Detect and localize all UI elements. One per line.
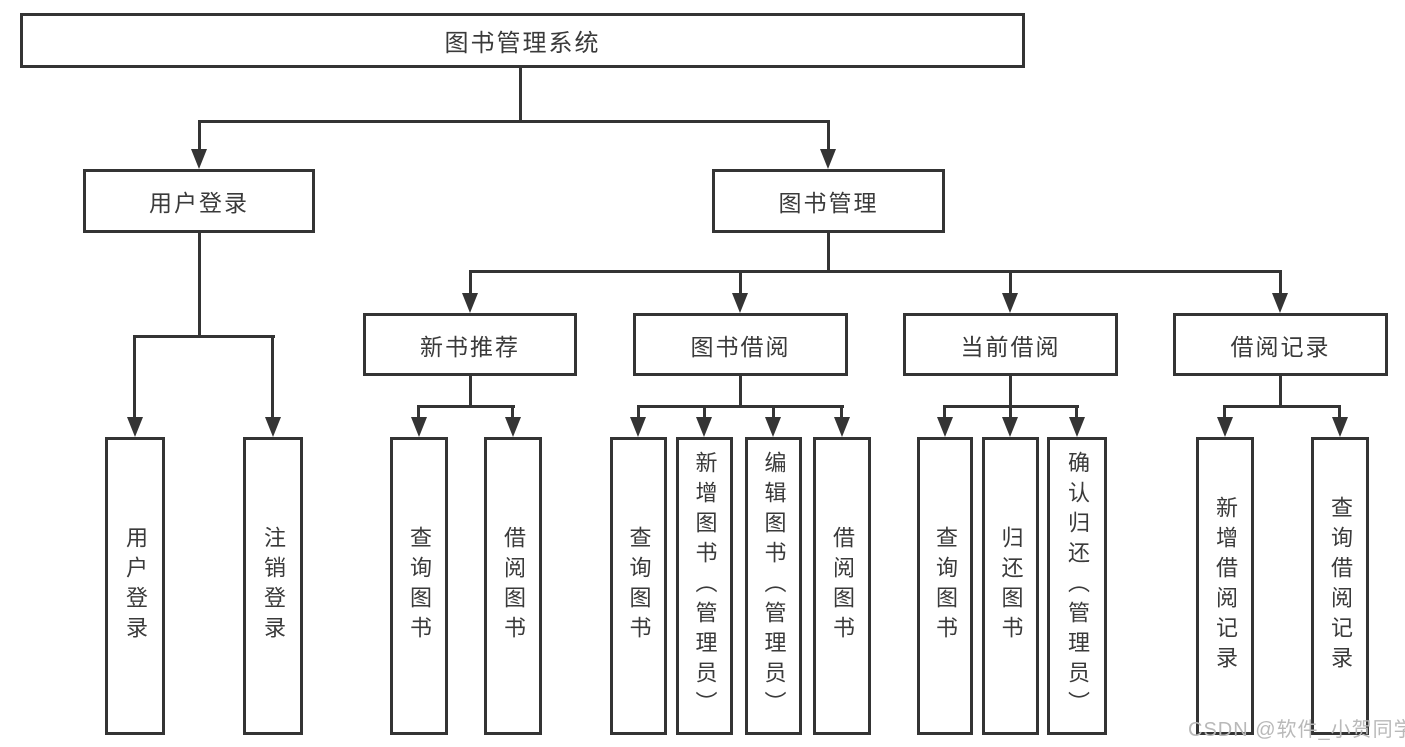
leaf-confirm-return-admin-label: 确认归还（管理员） <box>1065 451 1090 721</box>
arrow-down-icon <box>127 417 143 437</box>
connector-vline <box>198 233 201 337</box>
connector-drop <box>271 335 274 419</box>
arrow-down-icon <box>1002 417 1018 437</box>
connector-drop <box>739 270 742 295</box>
connector-drop <box>417 405 420 419</box>
leaf-return-books: 归还图书 <box>982 437 1039 735</box>
connector-drop <box>198 120 201 151</box>
leaf-add-borrow-record-label: 新增借阅记录 <box>1213 496 1238 676</box>
connector-hline <box>469 270 1282 273</box>
leaf-borrow-books-label: 借阅图书 <box>830 526 855 646</box>
connector-drop <box>1279 270 1282 295</box>
leaf-query-borrow-record: 查询借阅记录 <box>1311 437 1369 735</box>
arrow-down-icon <box>630 417 646 437</box>
connector-drop <box>772 405 775 419</box>
connector-drop <box>1338 405 1341 419</box>
arrow-down-icon <box>411 417 427 437</box>
leaf-borrow-books-recommend: 借阅图书 <box>484 437 542 735</box>
node-user-login-label: 用户登录 <box>149 190 249 216</box>
arrow-down-icon <box>505 417 521 437</box>
arrow-down-icon <box>1272 293 1288 313</box>
leaf-user-login-label: 用户登录 <box>123 526 148 646</box>
connector-drop <box>840 405 843 419</box>
arrow-down-icon <box>1002 293 1018 313</box>
connector-drop <box>703 405 706 419</box>
connector-vline <box>739 376 742 407</box>
connector-hline <box>417 405 515 408</box>
node-book-borrow-label: 图书借阅 <box>690 333 791 360</box>
connector-hline <box>1223 405 1341 408</box>
connector-vline <box>1279 376 1282 407</box>
leaf-borrow-books-recommend-label: 借阅图书 <box>501 526 526 646</box>
connector-drop <box>469 270 472 295</box>
node-book-borrow: 图书借阅 <box>633 313 848 376</box>
arrow-down-icon <box>1217 417 1233 437</box>
leaf-edit-books-admin: 编辑图书（管理员） <box>745 437 802 735</box>
leaf-query-books-recommend-label: 查询图书 <box>407 526 432 646</box>
leaf-query-borrow-record-label: 查询借阅记录 <box>1328 496 1353 676</box>
arrow-down-icon <box>265 417 281 437</box>
connector-drop <box>943 405 946 419</box>
arrow-down-icon <box>820 149 836 169</box>
arrow-down-icon <box>765 417 781 437</box>
connector-drop <box>1009 405 1012 419</box>
node-root: 图书管理系统 <box>20 13 1025 68</box>
node-current-borrow-label: 当前借阅 <box>960 333 1061 360</box>
connector-vline <box>469 376 472 407</box>
node-borrow-records-label: 借阅记录 <box>1230 333 1331 360</box>
leaf-add-books-admin-label: 新增图书（管理员） <box>692 451 718 721</box>
node-root-label: 图书管理系统 <box>444 30 601 57</box>
arrow-down-icon <box>462 293 478 313</box>
leaf-logout: 注销登录 <box>243 437 303 735</box>
connector-drop <box>133 335 136 419</box>
connector-drop <box>1223 405 1226 419</box>
connector-drop <box>1075 405 1078 419</box>
leaf-query-books-recommend: 查询图书 <box>390 437 448 735</box>
connector-hline <box>637 405 844 408</box>
leaf-borrow-books: 借阅图书 <box>813 437 871 735</box>
leaf-logout-label: 注销登录 <box>261 526 286 646</box>
arrow-down-icon <box>1332 417 1348 437</box>
connector-drop <box>637 405 640 419</box>
node-book-mgmt: 图书管理 <box>712 169 945 233</box>
connector-vline <box>827 233 830 272</box>
leaf-edit-books-admin-label: 编辑图书（管理员） <box>761 451 787 721</box>
leaf-query-books-current-label: 查询图书 <box>933 526 958 646</box>
arrow-down-icon <box>732 293 748 313</box>
arrow-down-icon <box>937 417 953 437</box>
connector-hline <box>198 120 830 123</box>
connector-vline <box>1009 376 1012 407</box>
csdn-watermark: CSDN @软件_小贺同学 <box>1188 719 1405 741</box>
arrow-down-icon <box>696 417 712 437</box>
leaf-query-books-current: 查询图书 <box>917 437 973 735</box>
leaf-return-books-label: 归还图书 <box>998 526 1024 646</box>
connector-drop <box>511 405 514 419</box>
node-new-book-recommend-label: 新书推荐 <box>420 333 520 360</box>
leaf-confirm-return-admin: 确认归还（管理员） <box>1047 437 1107 735</box>
connector-vline <box>519 68 522 121</box>
arrow-down-icon <box>1069 417 1085 437</box>
arrow-down-icon <box>834 417 850 437</box>
leaf-query-books-borrow: 查询图书 <box>610 437 667 735</box>
node-new-book-recommend: 新书推荐 <box>363 313 577 376</box>
node-book-mgmt-label: 图书管理 <box>778 190 879 216</box>
connector-drop <box>827 120 830 151</box>
leaf-add-books-admin: 新增图书（管理员） <box>676 437 733 735</box>
node-borrow-records: 借阅记录 <box>1173 313 1388 376</box>
arrow-down-icon <box>191 149 207 169</box>
node-current-borrow: 当前借阅 <box>903 313 1118 376</box>
leaf-user-login: 用户登录 <box>105 437 165 735</box>
node-user-login: 用户登录 <box>83 169 315 233</box>
connector-drop <box>1009 270 1012 295</box>
leaf-query-books-borrow-label: 查询图书 <box>626 526 652 646</box>
leaf-add-borrow-record: 新增借阅记录 <box>1196 437 1254 735</box>
connector-hline <box>133 335 275 338</box>
